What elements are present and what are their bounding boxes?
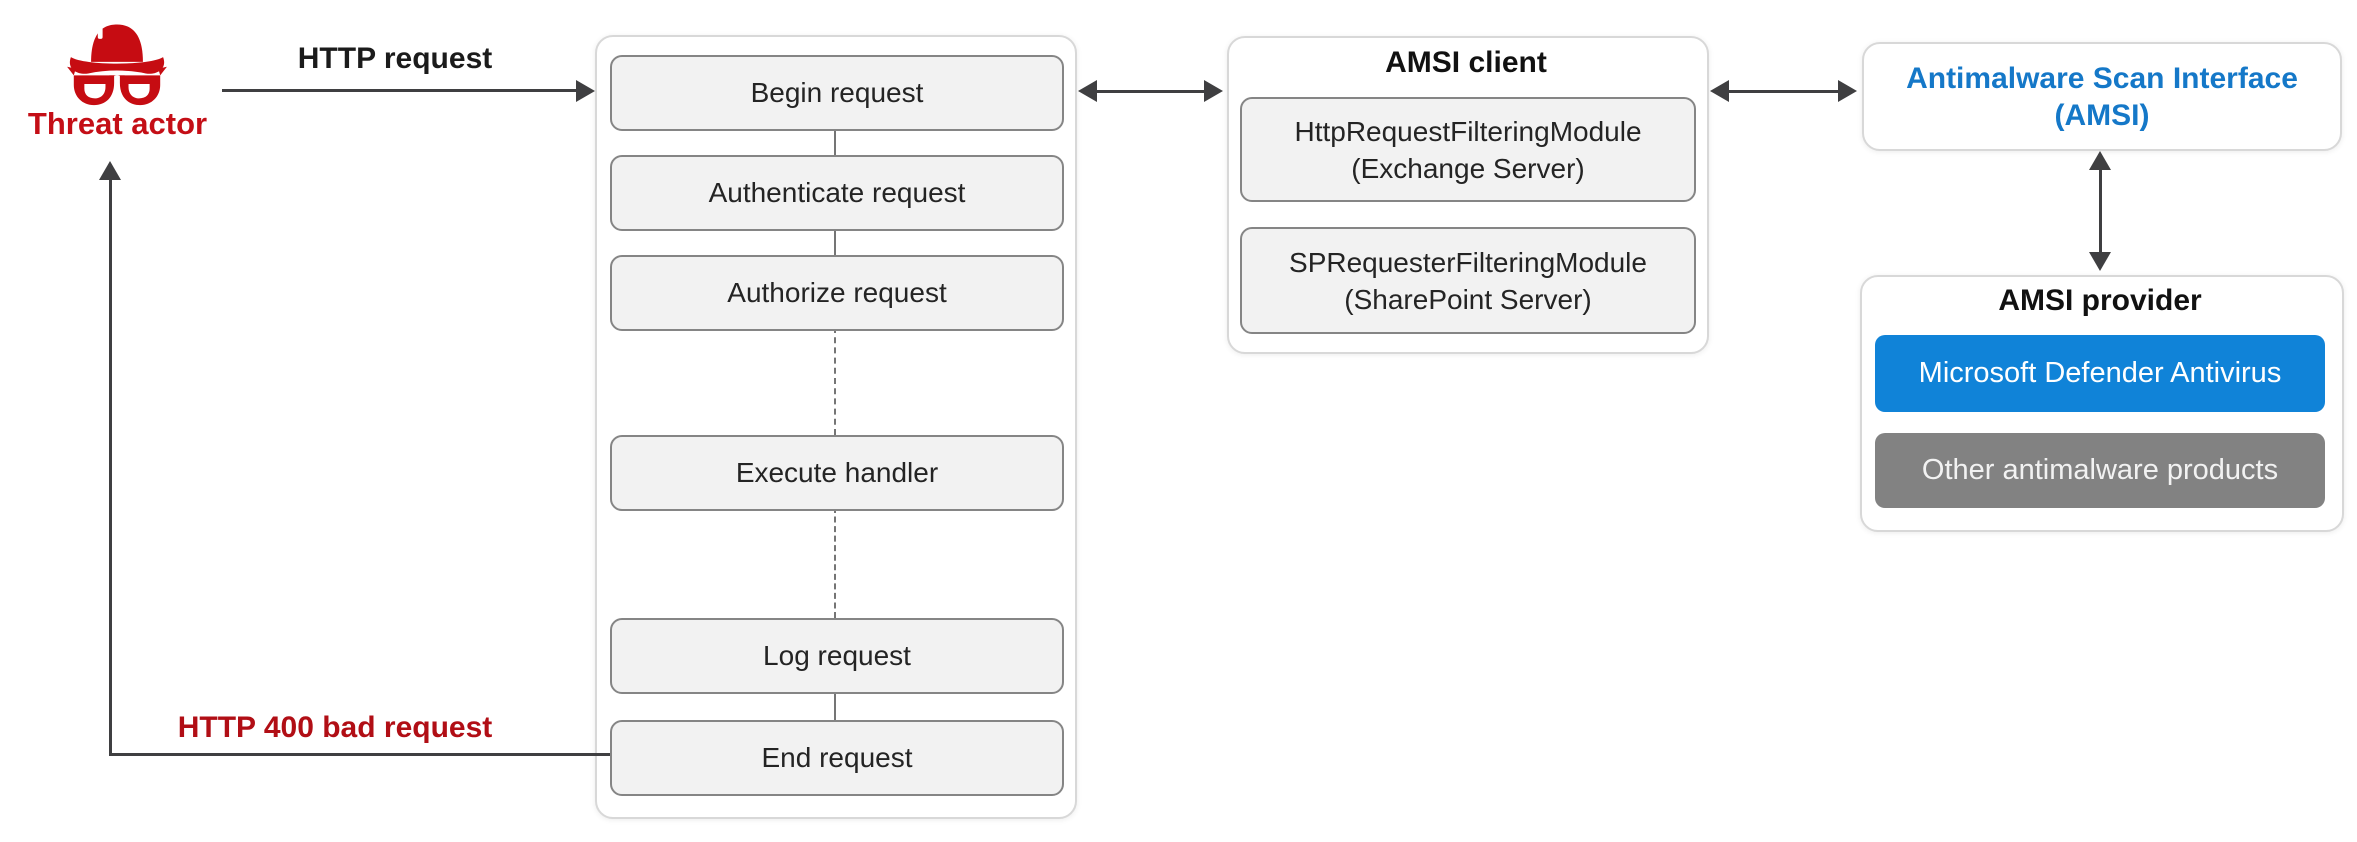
provider-microsoft-defender: Microsoft Defender Antivirus xyxy=(1875,335,2325,412)
pipeline-stage-authenticate-request: Authenticate request xyxy=(610,155,1064,231)
http-request-arrowhead xyxy=(576,80,595,102)
vertical-double-arrowhead-down xyxy=(2089,252,2111,271)
amsi-interface-box[interactable]: Antimalware Scan Interface (AMSI) xyxy=(1862,42,2342,151)
double-arrowhead-right xyxy=(1838,80,1857,102)
double-arrowhead-right xyxy=(1204,80,1223,102)
pipeline-stage-end-request: End request xyxy=(610,720,1064,796)
pipeline-connector-solid xyxy=(834,227,836,255)
http-400-label: HTTP 400 bad request xyxy=(177,711,493,744)
return-path-vertical-line xyxy=(109,178,112,756)
vertical-double-arrow-line xyxy=(2099,168,2102,255)
provider-other-antimalware: Other antimalware products xyxy=(1875,433,2325,508)
return-path-horizontal-line xyxy=(109,753,612,756)
double-arrowhead-left xyxy=(1710,80,1729,102)
double-arrow-line xyxy=(1726,90,1841,93)
pipeline-stage-log-request: Log request xyxy=(610,618,1064,694)
double-arrowhead-left xyxy=(1078,80,1097,102)
http-request-arrow-line xyxy=(222,89,578,92)
pipeline-stage-begin-request: Begin request xyxy=(610,55,1064,131)
pipeline-connector-dashed xyxy=(834,507,836,618)
threat-actor-icon xyxy=(67,24,167,106)
pipeline-connector-solid xyxy=(834,690,836,720)
double-arrow-line xyxy=(1094,90,1207,93)
return-arrowhead-up xyxy=(99,161,121,180)
vertical-double-arrowhead-up xyxy=(2089,151,2111,170)
amsi-interface-link[interactable]: Antimalware Scan Interface (AMSI) xyxy=(1906,61,2298,132)
amsi-provider-title: AMSI provider xyxy=(1998,284,2202,317)
request-pipeline-container xyxy=(595,35,1077,819)
amsi-client-title: AMSI client xyxy=(1385,46,1547,79)
http-request-label: HTTP request xyxy=(297,42,493,75)
module-sharepoint-filtering: SPRequesterFilteringModule (SharePoint S… xyxy=(1240,227,1696,334)
pipeline-stage-authorize-request: Authorize request xyxy=(610,255,1064,331)
module-exchange-filtering: HttpRequestFilteringModule (Exchange Ser… xyxy=(1240,97,1696,202)
pipeline-connector-solid xyxy=(834,127,836,155)
pipeline-stage-execute-handler: Execute handler xyxy=(610,435,1064,511)
pipeline-connector-dashed xyxy=(834,327,836,435)
threat-actor-label: Threat actor xyxy=(27,106,208,141)
